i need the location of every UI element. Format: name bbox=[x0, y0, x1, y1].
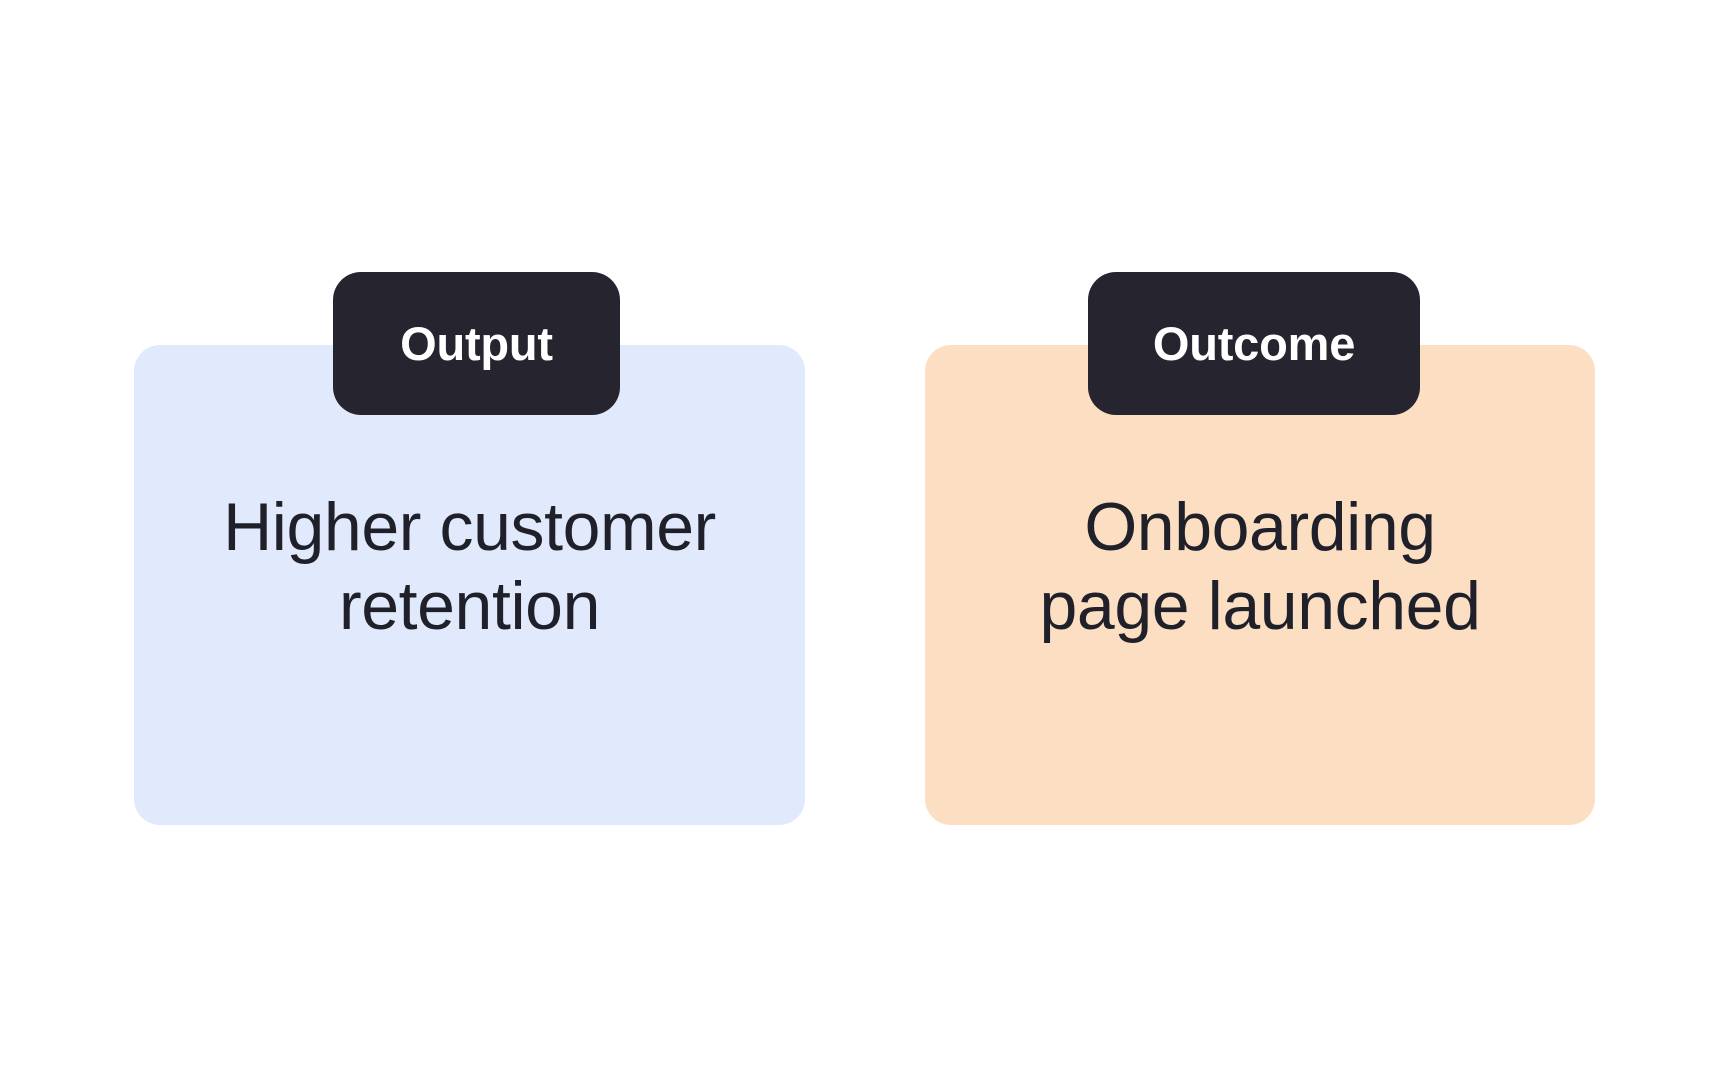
badge-output-label: Output bbox=[400, 317, 553, 370]
card-output[interactable]: Higher customer retention bbox=[134, 345, 805, 825]
badge-output[interactable]: Output bbox=[333, 272, 620, 415]
card-output-text: Higher customer retention bbox=[223, 489, 716, 644]
badge-outcome-label: Outcome bbox=[1152, 317, 1356, 370]
card-outcome[interactable]: Onboarding page launched bbox=[925, 345, 1595, 825]
badge-outcome[interactable]: Outcome bbox=[1088, 272, 1420, 415]
card-outcome-text: Onboarding page launched bbox=[1039, 489, 1481, 644]
